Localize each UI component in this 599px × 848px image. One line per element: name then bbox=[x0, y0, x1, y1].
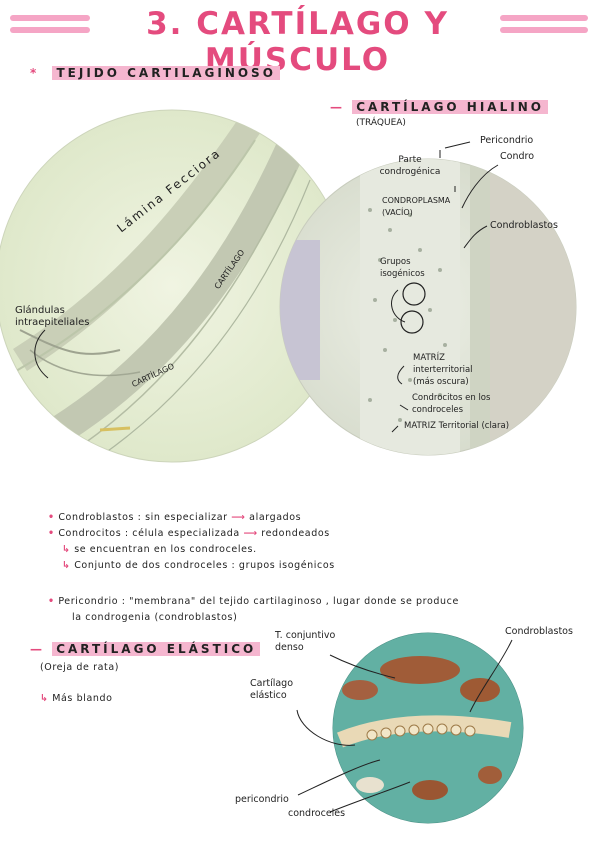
section-elastico: — CARTÍLAGO ELÁSTICO bbox=[30, 642, 261, 656]
header-bar-right bbox=[500, 15, 588, 21]
label-glandulas: Glándulas intraepiteliales bbox=[15, 305, 90, 328]
note-3: ↳ se encuentran en los condroceles. bbox=[62, 544, 257, 555]
note-5: • Pericondrio : "membrana" del tejido ca… bbox=[48, 596, 459, 607]
section-hialino: — CARTÍLAGO HIALINO bbox=[330, 100, 548, 114]
section-elastico-title: CARTÍLAGO ELÁSTICO bbox=[52, 642, 261, 656]
elastico-note: ↳ Más blando bbox=[40, 693, 113, 704]
label-condro: Condro bbox=[500, 151, 535, 162]
star-marker: * bbox=[30, 66, 40, 80]
label-condroblastos-elastic: Condroblastos bbox=[505, 626, 573, 637]
header-bar-left-2 bbox=[10, 27, 90, 33]
note-4: ↳ Conjunto de dos condroceles : grupos i… bbox=[62, 560, 335, 571]
section-hialino-subtitle: (TRÁQUEA) bbox=[356, 118, 406, 128]
label-citoplasma: CONDROPLASMA (VACÍO) bbox=[382, 196, 451, 217]
label-grupos: Grupos isogénicos bbox=[380, 257, 425, 279]
header-bar-right-2 bbox=[500, 27, 588, 33]
section-elastico-subtitle: (Oreja de rata) bbox=[40, 662, 120, 673]
header-bar-left bbox=[10, 15, 90, 21]
label-condrocitos: Condrocitos en los condroceles bbox=[412, 393, 491, 415]
note-2: • Condrocitos : célula especializada ⟶ r… bbox=[48, 528, 330, 539]
label-parte-condrogenica: Parte condrogénica bbox=[379, 155, 441, 177]
note-1: • Condroblastos : sin especializar ⟶ ala… bbox=[48, 512, 302, 523]
label-condroceles: condroceles bbox=[288, 808, 346, 819]
label-pericondrio-elastic: pericondrio bbox=[235, 794, 289, 805]
section-tejido: * TEJIDO CARTILAGINOSO bbox=[30, 66, 280, 80]
label-matriz-terr: MATRIZ Territorial (clara) bbox=[404, 421, 510, 431]
section-tejido-title: TEJIDO CARTILAGINOSO bbox=[52, 66, 280, 80]
label-pericondrio: Pericondrio bbox=[480, 135, 534, 146]
label-t-conjuntivo: T. conjuntivo denso bbox=[275, 630, 336, 653]
label-condroblastos: Condroblastos bbox=[490, 220, 558, 231]
note-5b: la condrogenia (condroblastos) bbox=[72, 612, 238, 623]
label-cartilago-elastico: Cartílago elástico bbox=[250, 678, 294, 701]
section-hialino-title: CARTÍLAGO HIALINO bbox=[352, 100, 548, 114]
label-matriz-inter: MATRÍZ interterritorial (más oscura) bbox=[413, 353, 473, 387]
